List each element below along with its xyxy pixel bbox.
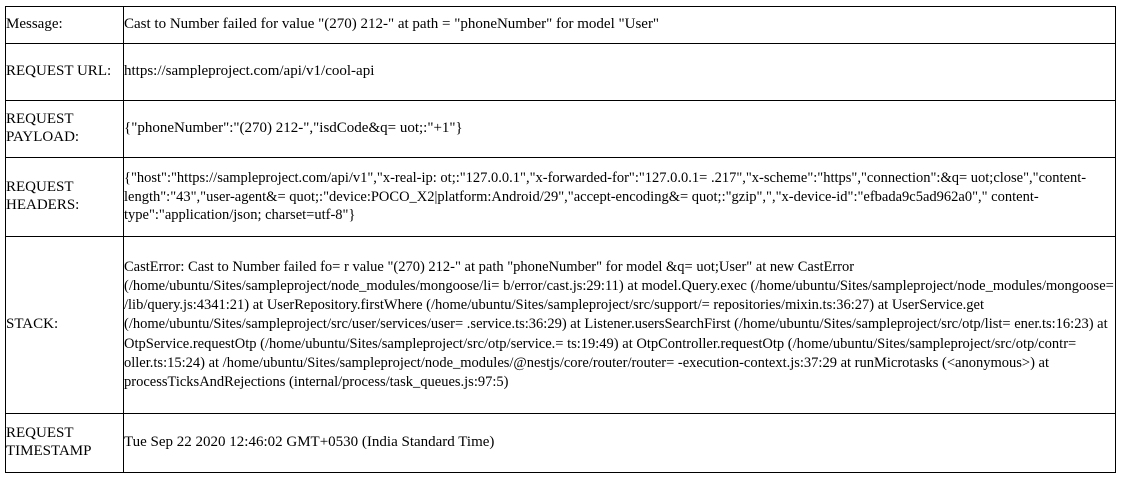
- value-text: Tue Sep 22 2020 12:46:02 GMT+0530 (India…: [124, 434, 495, 451]
- value-text: CastError: Cast to Number failed fo= r v…: [124, 259, 1118, 390]
- value-text: {"host":"https://sampleproject.com/api/v…: [124, 170, 1087, 224]
- table-row: REQUEST HEADERS: {"host":"https://sample…: [5, 157, 1116, 237]
- row-label-request-url: REQUEST URL:: [5, 43, 124, 101]
- row-value-request-timestamp: Tue Sep 22 2020 12:46:02 GMT+0530 (India…: [123, 413, 1116, 473]
- table-row: REQUEST PAYLOAD: {"phoneNumber":"(270) 2…: [5, 100, 1116, 158]
- error-details-table: Message: Cast to Number failed for value…: [5, 6, 1116, 473]
- row-label-request-payload: REQUEST PAYLOAD:: [5, 100, 124, 158]
- row-label-message: Message:: [5, 6, 124, 44]
- value-text: https://sampleproject.com/api/v1/cool-ap…: [124, 63, 375, 80]
- table-row: STACK: CastError: Cast to Number failed …: [5, 236, 1118, 414]
- label-text: REQUEST PAYLOAD:: [6, 111, 80, 145]
- label-text: REQUEST URL:: [6, 63, 112, 80]
- label-text: REQUEST HEADERS:: [6, 179, 80, 213]
- table-row: REQUEST URL: https://sampleproject.com/a…: [5, 43, 1116, 101]
- label-text: REQUEST TIMESTAMP: [6, 425, 92, 459]
- label-text: STACK:: [6, 316, 59, 333]
- row-value-stack: CastError: Cast to Number failed fo= r v…: [123, 236, 1118, 414]
- value-text: Cast to Number failed for value "(270) 2…: [124, 16, 660, 33]
- row-label-stack: STACK:: [5, 236, 124, 414]
- row-label-request-timestamp: REQUEST TIMESTAMP: [5, 413, 124, 473]
- label-text: Message:: [6, 16, 63, 33]
- table-row: REQUEST TIMESTAMP Tue Sep 22 2020 12:46:…: [5, 413, 1116, 473]
- row-value-request-url: https://sampleproject.com/api/v1/cool-ap…: [123, 43, 1116, 101]
- table-row: Message: Cast to Number failed for value…: [5, 6, 1116, 44]
- error-details-table-body: Message: Cast to Number failed for value…: [5, 6, 1118, 473]
- row-value-request-headers: {"host":"https://sampleproject.com/api/v…: [123, 157, 1116, 237]
- row-value-message: Cast to Number failed for value "(270) 2…: [123, 6, 1116, 44]
- row-value-request-payload: {"phoneNumber":"(270) 212-","isdCode&q= …: [123, 100, 1116, 158]
- row-label-request-headers: REQUEST HEADERS:: [5, 157, 124, 237]
- value-text: {"phoneNumber":"(270) 212-","isdCode&q= …: [124, 120, 463, 137]
